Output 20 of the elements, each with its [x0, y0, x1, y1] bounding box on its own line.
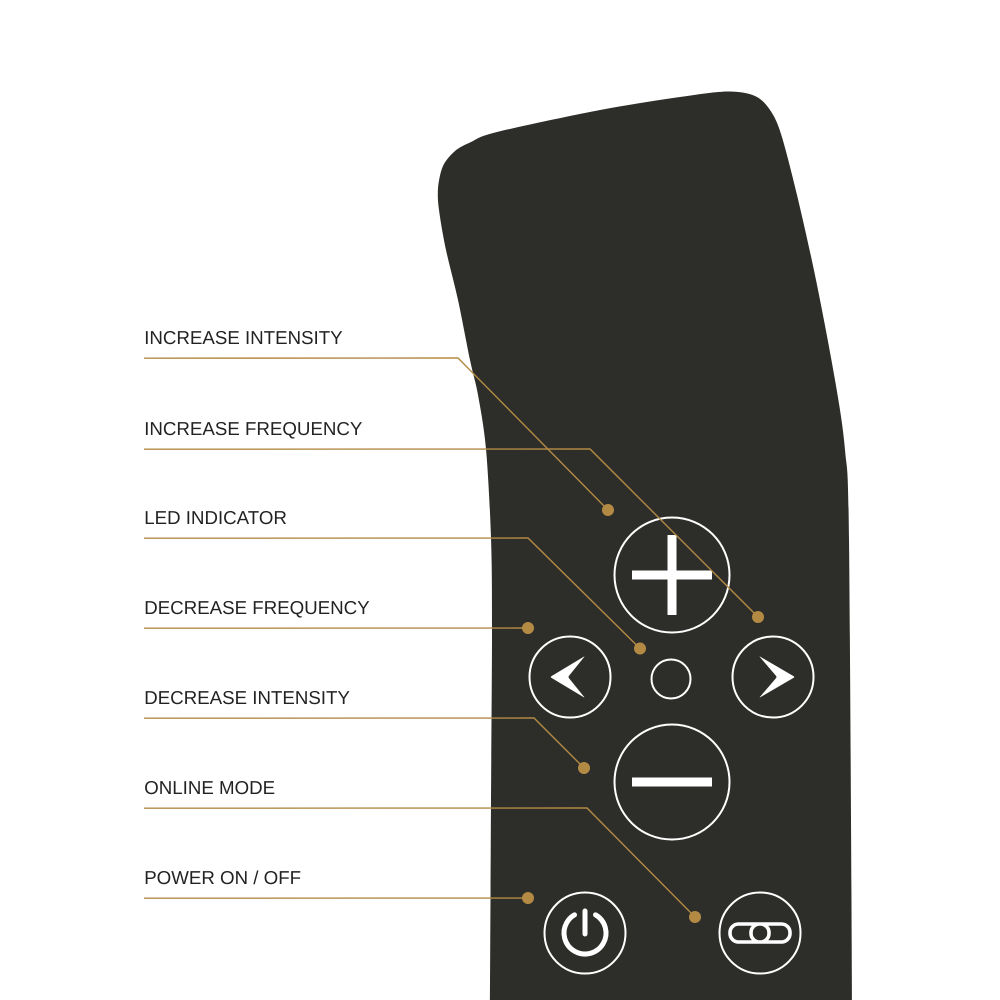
callout-label: POWER ON / OFF [146, 870, 300, 884]
indicator-light [650, 658, 692, 700]
leader-line [144, 807, 701, 923]
leader-line [144, 448, 764, 623]
leader-line [144, 622, 534, 634]
round-button [528, 636, 612, 718]
leader-line [144, 892, 534, 904]
callout-label: LED INDICATOR [146, 510, 286, 524]
callout-label: DECREASE FREQUENCY [146, 600, 370, 618]
round-button [544, 892, 626, 974]
callout-label: INCREASE INTENSITY [146, 330, 342, 344]
callout-label: INCREASE FREQUENCY [146, 422, 362, 439]
round-button [614, 724, 731, 840]
callout-label: ONLINE MODE [145, 780, 274, 794]
leader-line [144, 357, 614, 516]
round-button [718, 892, 802, 974]
callout-label: DECREASE INTENSITY [146, 690, 350, 704]
leader-line [144, 717, 590, 774]
leader-line [144, 537, 646, 654]
round-button [732, 636, 815, 718]
